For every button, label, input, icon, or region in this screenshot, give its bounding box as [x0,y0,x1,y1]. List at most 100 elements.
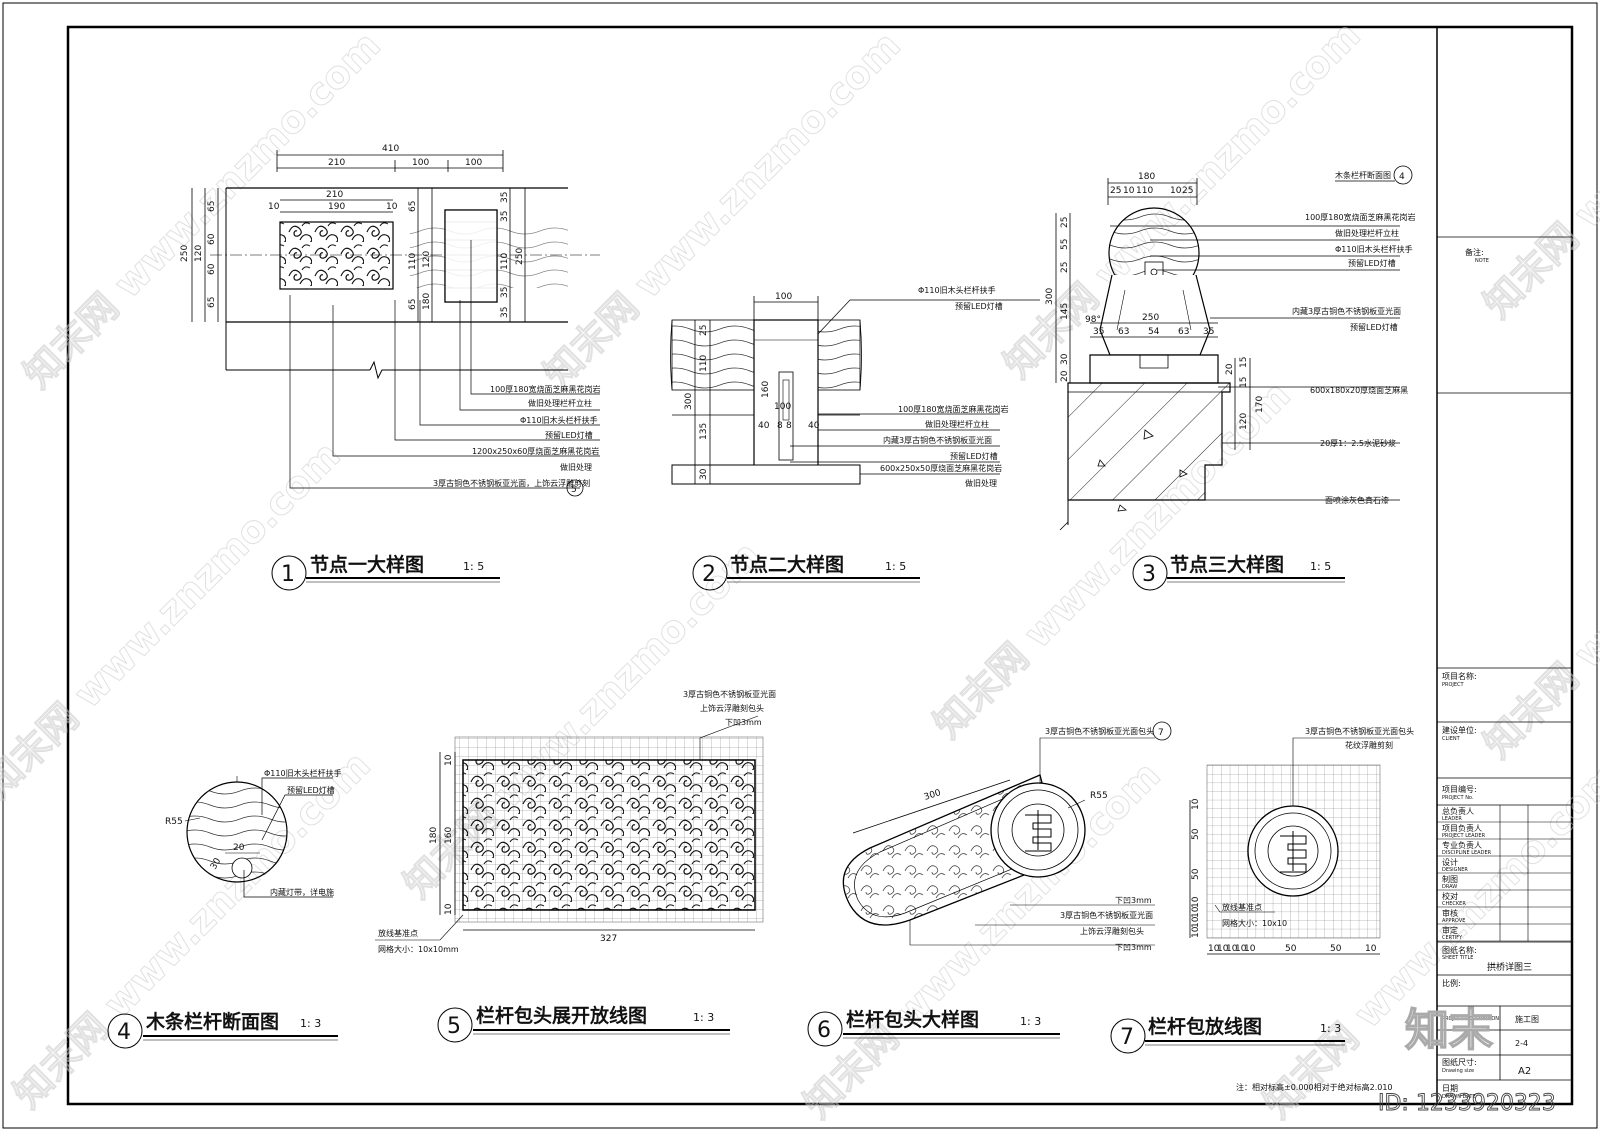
svg-text:35: 35 [1093,327,1104,337]
svg-text:10: 10 [1226,944,1238,954]
svg-text:10: 10 [1191,798,1201,810]
svg-text:Φ110旧木头栏杆扶手: Φ110旧木头栏杆扶手 [1335,244,1413,254]
svg-text:20: 20 [1225,363,1235,375]
svg-text:210: 210 [326,190,343,200]
svg-text:栏杆包放线图: 栏杆包放线图 [1148,1015,1262,1038]
svg-text:上饰云浮雕刻包头: 上饰云浮雕刻包头 [1080,926,1144,936]
title-block-role-label-en: DISCIPLINE LEADER [1442,850,1492,856]
title-block-role-label-en: CHECKER [1442,901,1466,907]
title-block-role-label: 制图 [1442,874,1458,884]
title-block-role-label: 项目负责人 [1442,823,1482,833]
svg-text:100厚180宽烧面芝麻黑花岗岩: 100厚180宽烧面芝麻黑花岗岩 [490,384,601,394]
svg-text:10: 10 [386,202,398,212]
svg-text:50: 50 [1285,944,1297,954]
svg-text:3厚古铜色不锈钢板亚光面包头: 3厚古铜色不锈钢板亚光面包头 [1305,726,1414,736]
svg-text:4: 4 [1399,172,1405,182]
svg-text:190: 190 [328,202,345,212]
image-id: ID: 1233920323 [1378,1091,1556,1116]
detail-4-section: R55 20 30 Φ110旧木头栏杆扶手 预留LED灯槽 内藏灯带，详电施 [165,768,342,898]
svg-text:PROJECT: PROJECT [1442,682,1465,688]
svg-text:10: 10 [1365,944,1377,954]
svg-text:110: 110 [699,355,709,372]
title-block-role-label-en: DRAW [1442,884,1457,890]
svg-text:35: 35 [500,192,510,203]
title-block-role-label-en: CERTIFY [1442,935,1463,941]
svg-text:A2: A2 [1518,1066,1531,1077]
svg-text:20厚1：2.5水泥砂浆: 20厚1：2.5水泥砂浆 [1320,438,1396,448]
svg-text:10: 10 [444,754,454,766]
svg-text:放线基准点: 放线基准点 [378,928,418,938]
note-label: 备注: [1465,247,1484,257]
svg-text:100: 100 [775,292,792,302]
svg-text:210: 210 [328,158,345,168]
svg-text:拱桥详图三: 拱桥详图三 [1487,961,1532,973]
svg-text:10: 10 [1191,906,1201,918]
svg-text:知末网 www.znzmo.com: 知末网 www.znzmo.com [1475,0,1600,326]
svg-text:PROJECT DESCRIPTION: PROJECT DESCRIPTION [1442,1016,1499,1022]
detail-1-plan: 410 210 100 100 210 10 190 10 250 120 [180,144,601,497]
svg-text:3厚古铜色不锈钢板亚光面: 3厚古铜色不锈钢板亚光面 [1060,910,1153,920]
svg-text:10: 10 [1244,944,1256,954]
svg-text:60: 60 [207,233,217,245]
svg-text:上饰云浮雕刻包头: 上饰云浮雕刻包头 [700,703,764,713]
svg-text:日期: 日期 [1442,1084,1458,1093]
svg-text:6: 6 [817,1018,831,1043]
brand-logo: 知末 [1405,1005,1493,1056]
svg-text:25: 25 [1182,186,1193,196]
svg-text:PROJECT No.: PROJECT No. [1442,795,1474,801]
svg-text:7: 7 [1120,1025,1134,1050]
svg-text:内藏3厚古铜色不锈钢板亚光面: 内藏3厚古铜色不锈钢板亚光面 [1292,306,1401,316]
svg-text:1200x250x60厚烧面芝麻黑花岗岩: 1200x250x60厚烧面芝麻黑花岗岩 [472,446,599,456]
svg-text:8: 8 [786,421,792,431]
svg-text:DRAWN DATE: DRAWN DATE [1442,1094,1476,1100]
svg-text:100厚180宽烧面芝麻黑花岗岩: 100厚180宽烧面芝麻黑花岗岩 [1305,212,1416,222]
svg-text:内藏3厚古铜色不锈钢板亚光面: 内藏3厚古铜色不锈钢板亚光面 [883,435,992,445]
svg-text:10: 10 [1170,186,1182,196]
svg-text:20: 20 [233,843,245,853]
svg-text:10: 10 [268,202,280,212]
svg-text:1: 3: 1: 3 [1320,1022,1341,1035]
svg-text:300: 300 [684,393,694,410]
svg-text:135: 135 [699,423,709,440]
svg-text:放线基准点: 放线基准点 [1222,902,1262,912]
svg-text:2-4: 2-4 [1515,1039,1528,1048]
svg-text:110: 110 [408,253,418,270]
svg-text:10: 10 [1191,896,1201,908]
svg-text:预留LED灯槽: 预留LED灯槽 [955,301,1003,311]
svg-text:1: 5: 1: 5 [463,560,484,573]
svg-text:300: 300 [923,788,943,803]
svg-text:做旧处理: 做旧处理 [560,462,592,472]
svg-text:110: 110 [1136,186,1153,196]
svg-text:54: 54 [1148,327,1160,337]
svg-text:4: 4 [117,1020,131,1045]
svg-text:3厚古铜色不锈钢板亚光面包头: 3厚古铜色不锈钢板亚光面包头 [1045,726,1154,736]
svg-text:98°: 98° [1085,315,1101,325]
svg-text:180: 180 [1138,172,1155,182]
title-block-role-label-en: DESIGNER [1442,867,1468,873]
svg-text:知末网 www.znzmo.com: 知末网 www.znzmo.com [0,433,349,807]
svg-text:100: 100 [412,158,429,168]
svg-text:预留LED灯槽: 预留LED灯槽 [950,451,998,461]
svg-text:内藏灯带，详电施: 内藏灯带，详电施 [270,887,334,897]
detail-6-title: 6 栏杆包头大样图 1: 3 [807,1008,1060,1047]
svg-text:NOTE: NOTE [1475,258,1489,264]
svg-text:65: 65 [408,299,418,310]
svg-text:预留LED灯槽: 预留LED灯槽 [545,430,593,440]
svg-text:15: 15 [1239,357,1249,368]
detail-3-section: 180 25 10 110 10 25 25 55 25 300 145 30 … [1045,165,1416,531]
svg-text:1: 3: 1: 3 [1020,1015,1041,1028]
title-block-role-label: 校对 [1442,891,1458,901]
detail-1-title: 1 节点一大样图 1: 5 [271,553,500,591]
svg-text:35: 35 [500,287,510,298]
detail-2-section: 100 25 110 300 135 30 160 100 40 40 8 8 … [670,285,1040,488]
svg-text:比例:: 比例: [1442,978,1461,988]
detail-6-handrail-end: 300 R55 3厚古铜色不锈钢板亚光面包头 7 下凹3mm 3厚古铜色不锈钢板… [842,721,1172,952]
svg-text:预留LED灯槽: 预留LED灯槽 [1350,322,1398,332]
title-block-role-label: 审定 [1442,925,1458,935]
svg-text:160: 160 [444,827,454,844]
svg-text:63: 63 [1178,327,1189,337]
svg-text:600x180x20厚烧面芝麻黑: 600x180x20厚烧面芝麻黑 [1310,385,1408,395]
svg-text:图纸名称:: 图纸名称: [1442,945,1477,955]
cloud-carving-panel-unrolled [462,759,756,911]
